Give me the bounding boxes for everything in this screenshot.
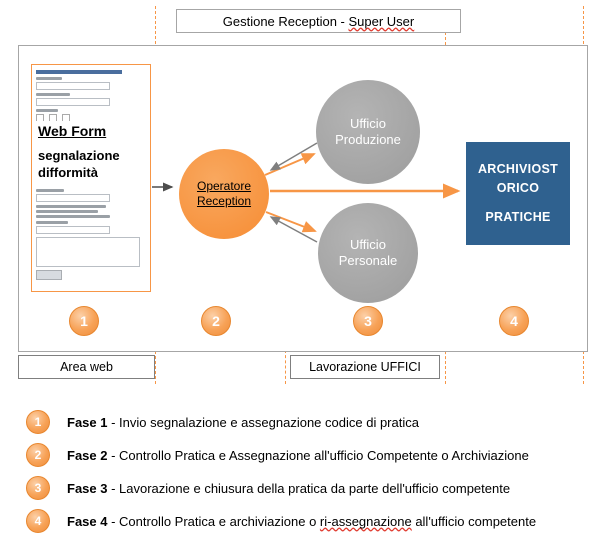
webform-mockup: Web Form segnalazione difformità bbox=[31, 64, 151, 292]
webform-subtitle: segnalazione difformità bbox=[38, 148, 120, 180]
arrow-produzione-to-operator bbox=[269, 142, 318, 171]
diagram-title: Gestione Reception - Super User bbox=[222, 13, 415, 29]
zone-label-area-web: Area web bbox=[18, 355, 155, 379]
webform-caption: Web Form segnalazione difformità bbox=[36, 121, 146, 186]
node-label: Ufficio bbox=[350, 115, 386, 131]
node-label: Reception bbox=[196, 194, 252, 208]
form-field-skeleton bbox=[36, 270, 146, 280]
node-label: Produzione bbox=[335, 132, 401, 147]
phase-number-badge: 1 bbox=[26, 410, 50, 434]
node-label: Operatore bbox=[196, 179, 252, 193]
form-field-skeleton bbox=[36, 70, 146, 74]
node-label: PRATICHE bbox=[485, 209, 551, 224]
form-field-skeleton bbox=[36, 93, 146, 106]
diagram-frame: Web Form segnalazione difformità Operato… bbox=[18, 45, 588, 352]
form-field-skeleton bbox=[36, 189, 146, 202]
legend-text: Fase 1 - Invio segnalazione e assegnazio… bbox=[67, 414, 419, 430]
legend-item-fase-1: 1 Fase 1 - Invio segnalazione e assegnaz… bbox=[26, 409, 419, 435]
diagram-title-box: Gestione Reception - Super User bbox=[176, 9, 461, 33]
phase-number-badge: 2 bbox=[26, 443, 50, 467]
webform-heading: Web Form bbox=[38, 123, 107, 139]
legend-item-fase-2: 2 Fase 2 - Controllo Pratica e Assegnazi… bbox=[26, 442, 529, 468]
step-badge-1: 1 bbox=[69, 306, 99, 336]
arrow-operator-to-personale bbox=[265, 211, 317, 233]
lane-divider bbox=[285, 350, 286, 384]
node-label: Ufficio bbox=[350, 236, 386, 252]
legend-item-fase-4: 4 Fase 4 - Controllo Pratica e archiviaz… bbox=[26, 508, 536, 534]
step-badge-2: 2 bbox=[201, 306, 231, 336]
node-ufficio-personale: Ufficio Personale bbox=[318, 203, 418, 303]
step-badge-4: 4 bbox=[499, 306, 529, 336]
node-archivio-storico-pratiche: ARCHIVIOST ORICO PRATICHE bbox=[466, 142, 570, 245]
node-ufficio-produzione: Ufficio Produzione bbox=[316, 80, 420, 184]
form-field-skeleton bbox=[36, 205, 146, 218]
legend-text: Fase 3 - Lavorazione e chiusura della pr… bbox=[67, 480, 511, 496]
step-badge-3: 3 bbox=[353, 306, 383, 336]
node-label: ORICO bbox=[496, 181, 540, 196]
node-label: ARCHIVIOST bbox=[477, 162, 559, 177]
node-label: Personale bbox=[338, 253, 398, 268]
legend-text: Fase 2 - Controllo Pratica e Assegnazion… bbox=[67, 447, 529, 463]
arrow-personale-to-operator bbox=[269, 216, 318, 243]
node-operatore-reception: Operatore Reception bbox=[179, 149, 269, 239]
phase-number-badge: 4 bbox=[26, 509, 50, 533]
zone-label-lavorazione-uffici: Lavorazione UFFICI bbox=[290, 355, 440, 379]
form-field-skeleton bbox=[36, 221, 146, 234]
arrow-operator-to-produzione bbox=[264, 153, 316, 176]
form-field-skeleton bbox=[36, 77, 146, 90]
legend-text: Fase 4 - Controllo Pratica e archiviazio… bbox=[67, 513, 537, 529]
phase-number-badge: 3 bbox=[26, 476, 50, 500]
legend-item-fase-3: 3 Fase 3 - Lavorazione e chiusura della … bbox=[26, 475, 510, 501]
form-field-skeleton bbox=[36, 237, 146, 267]
